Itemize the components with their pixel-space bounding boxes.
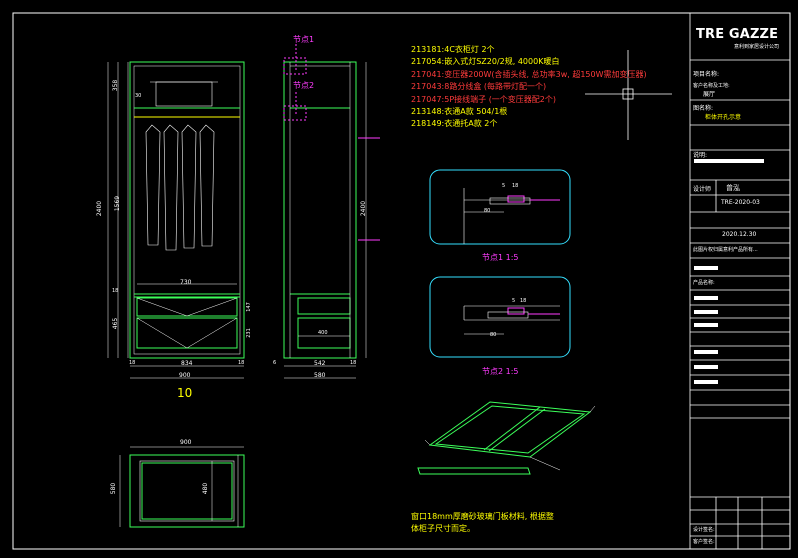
drawing-name-value: 柜体开孔示意 <box>705 114 742 121</box>
spec-list: 213181:4C衣柜灯 2个 217054:嵌入式灯SZ20/2规, 4000… <box>411 44 647 131</box>
spec-item: 213181:4C衣柜灯 2个 <box>411 45 495 54</box>
side-elevation <box>283 44 380 379</box>
node2-detail <box>429 276 571 358</box>
node2-top-label: 节点2 <box>293 81 315 90</box>
logo-text: TRE GAZZE <box>696 27 778 42</box>
dim-front-top: 358 <box>112 79 120 92</box>
cad-crosshair <box>585 50 672 140</box>
drawing-name-label: 图名称: <box>693 105 714 112</box>
isometric-door <box>417 401 596 475</box>
glass-note: 窗口18mm厚磨砂玻璃门板材料, 根据整 体柜子尺寸而定。 <box>411 511 554 535</box>
dim-front-right: 18 <box>238 360 245 366</box>
dim-side-right: 18 <box>350 360 357 366</box>
dim-plan-inner: 480 <box>202 482 210 495</box>
customer-value: 展厅 <box>703 91 716 98</box>
dim-plan-width: 900 <box>180 439 192 446</box>
dim-front-top-30: 30 <box>135 93 142 99</box>
designer-label: 设计师 <box>693 186 712 193</box>
product-label: 产品名称: <box>693 280 715 286</box>
glass-note-line: 窗口18mm厚磨砂玻璃门板材料, 根据整 <box>411 512 554 521</box>
project-label: 项目名称: <box>693 71 720 78</box>
dim-side-left: 6 <box>273 360 277 366</box>
dim-node1-b: 18 <box>512 183 519 189</box>
front-elevation <box>107 61 245 379</box>
node1-top-label: 节点1 <box>293 35 315 44</box>
dim-side-height: 2400 <box>360 200 368 217</box>
dim-front-drawer-h1: 147 <box>245 302 252 312</box>
remarks-label: 说明: <box>693 152 708 159</box>
spec-item: 217043:8路分线盒 (每路带灯配一个) <box>411 82 547 92</box>
dim-node2-b: 18 <box>520 298 527 304</box>
dim-side-drawer: 400 <box>318 330 328 336</box>
title-block <box>689 12 791 550</box>
logo-subtitle: 意利到家居设计公司 <box>734 43 779 50</box>
dim-front-drawer-h2: 231 <box>245 328 252 338</box>
customer-signature-label: 客户签名: <box>693 539 715 545</box>
dim-node2-c: 80 <box>490 332 497 338</box>
designer-value: 曾泓 <box>726 184 740 192</box>
customer-label: 客户名称及工地: <box>693 83 730 89</box>
dim-front-lower: 465 <box>112 317 120 330</box>
dim-side-inner: 542 <box>314 360 326 367</box>
copyright-note: 此图片权归属意利产品所有... <box>693 247 758 253</box>
front-view-number: 10 <box>177 386 193 400</box>
glass-note-line: 体柜子尺寸而定。 <box>411 524 475 533</box>
node1-caption: 节点1 1:5 <box>482 253 519 262</box>
dim-node1-a: 5 <box>502 183 506 189</box>
dim-front-height: 2400 <box>96 200 104 217</box>
dim-plan-depth: 580 <box>110 482 118 495</box>
logo-mark: TRE GAZZE 意利到家居设计公司 <box>696 27 779 50</box>
spec-item: 217047:5P接线端子 (一个变压器配2个) <box>411 94 557 104</box>
dim-side-width: 580 <box>314 372 326 379</box>
dim-node2-a: 5 <box>512 298 516 304</box>
spec-item: 217041:变压器200W(含插头线, 总功率3w, 超150W需加变压器) <box>411 69 647 79</box>
spec-item: 218149:衣通托A款 2个 <box>411 119 498 129</box>
spec-item: 213148:衣通A款 504/1根 <box>411 107 508 117</box>
dim-front-upper: 1569 <box>114 195 122 212</box>
node1-detail <box>429 169 571 245</box>
dim-front-inner: 834 <box>181 360 193 367</box>
node2-caption: 节点2 1:5 <box>482 367 519 376</box>
dim-front-mid: 18 <box>112 288 119 294</box>
dim-node1-c: 80 <box>484 208 491 214</box>
plan-view <box>119 446 245 528</box>
designer-signature-label: 设计签名: <box>693 527 715 533</box>
dim-front-width: 900 <box>179 372 191 379</box>
spec-item: 217054:嵌入式灯SZ20/2规, 4000K暖白 <box>411 57 560 67</box>
code-value: TRE-2020-03 <box>721 199 760 206</box>
dim-front-left: 18 <box>129 360 136 366</box>
dim-front-drawer-width: 730 <box>180 279 192 286</box>
date-value: 2020.12.30 <box>722 231 757 238</box>
